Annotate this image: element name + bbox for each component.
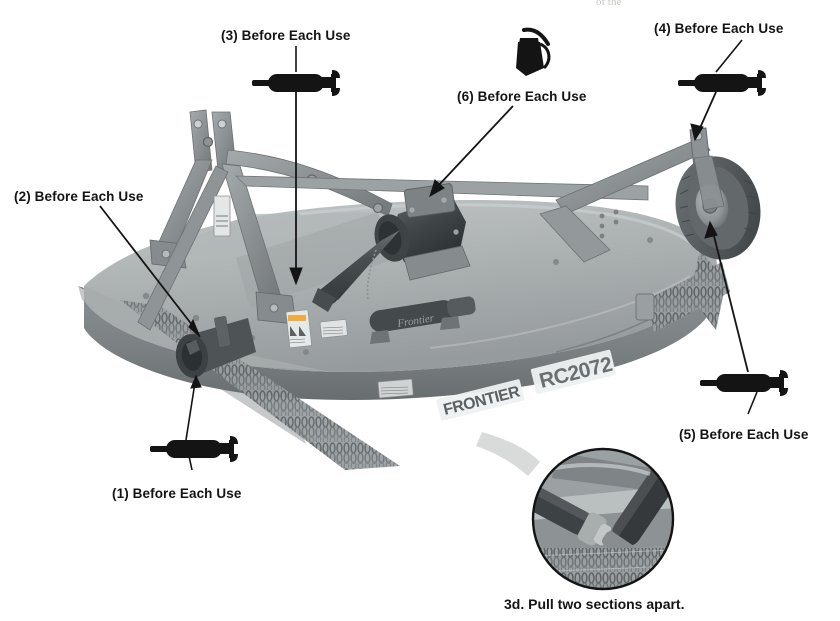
deck-cylinder: Frontier [369, 296, 476, 344]
grease-gun-icon-1 [150, 434, 246, 469]
cropped-header-text: of the [596, 0, 622, 8]
front-driveline-stub [175, 316, 256, 378]
warning-decals [285, 309, 414, 399]
oil-can-icon-6 [504, 24, 560, 87]
three-point-hitch [137, 109, 649, 331]
tail-wheel-arm [539, 127, 711, 263]
model-decal-text: RC2072 [537, 353, 614, 393]
gearbox-and-driveline [312, 183, 471, 312]
svg-text:Frontier: Frontier [396, 312, 436, 330]
callout-leaders [99, 39, 758, 471]
inset-caption: 3d. Pull two sections apart. [504, 596, 685, 612]
frontier-decal-text: FRONTIER [442, 383, 522, 419]
grease-gun-icon-5 [700, 368, 796, 403]
deck-decals: FRONTIER RC2072 [436, 349, 616, 421]
deck-fragment-behind-inset [476, 432, 540, 476]
tail-wheel [675, 155, 761, 260]
grease-gun-icon-3 [252, 68, 348, 103]
callout-label-3: (3) Before Each Use [221, 28, 351, 43]
inset-photo [531, 447, 675, 591]
callout-label-1: (1) Before Each Use [112, 486, 242, 501]
callout-label-2: (2) Before Each Use [14, 189, 144, 204]
chain-shielding-right [635, 250, 730, 332]
grease-gun-icon-4 [678, 68, 774, 103]
callout-label-5: (5) Before Each Use [679, 427, 809, 442]
mower-deck [84, 199, 717, 400]
callout-label-6: (6) Before Each Use [457, 89, 587, 104]
callout-label-4: (4) Before Each Use [654, 21, 784, 36]
